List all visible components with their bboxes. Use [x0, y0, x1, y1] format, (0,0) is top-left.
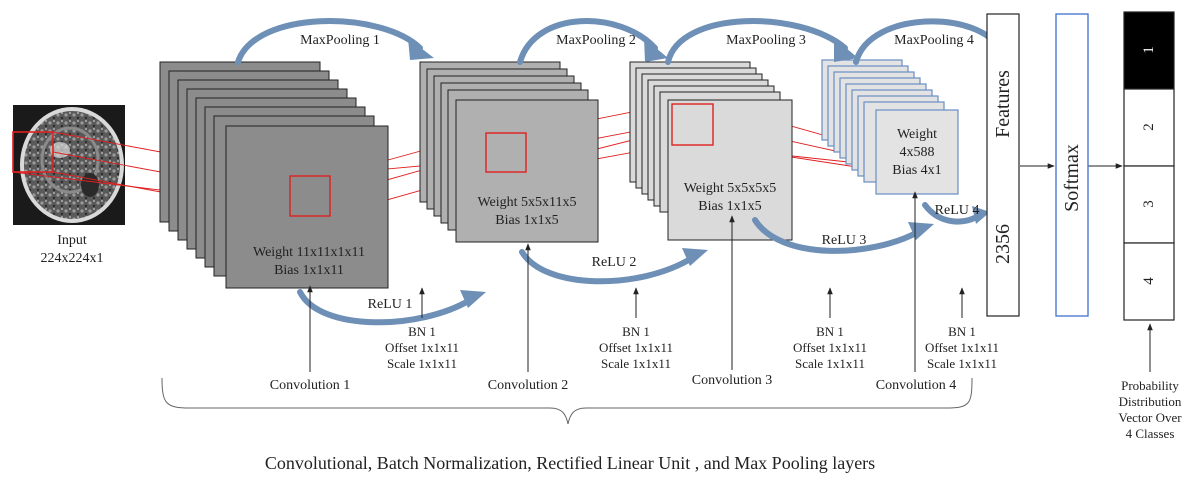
class-3-label: 3	[1141, 200, 1157, 208]
offset-2-label: Offset 1x1x11	[598, 340, 674, 355]
weight-4-size-label: 4x588	[899, 145, 935, 160]
bn-4-label: BN 1	[948, 324, 976, 339]
output-caption-line-1: Probability	[1121, 378, 1179, 393]
offset-3-label: Offset 1x1x11	[792, 340, 868, 355]
input-mri-image	[13, 105, 125, 225]
input-size-label: 224x224x1	[40, 251, 104, 266]
softmax-box	[1055, 13, 1089, 317]
convolution-3-label: Convolution 3	[691, 373, 773, 388]
output-caption-line-4: 4 Classes	[1125, 426, 1175, 441]
offset-1-label: Offset 1x1x11	[384, 340, 460, 355]
class-1-label: 1	[1141, 46, 1157, 54]
maxpooling-2-label: MaxPooling 2	[556, 33, 636, 48]
convolution-4-label: Convolution 4	[875, 378, 957, 393]
convolution-1-label: Convolution 1	[269, 378, 351, 393]
bias-2-label: Bias 1x1x5	[495, 213, 559, 228]
weight-4-label: Weight	[896, 127, 938, 142]
pointer-arrows	[307, 163, 1153, 372]
feature-map-stack-3	[629, 61, 793, 241]
output-class-boxes	[1123, 11, 1175, 321]
class-4-label: 4	[1141, 277, 1157, 285]
output-caption-line-2: Distribution	[1118, 394, 1182, 409]
relu-1-label: ReLU 1	[367, 297, 413, 312]
bn-3-label: BN 1	[816, 324, 844, 339]
bias-3-label: Bias 1x1x5	[698, 199, 762, 214]
features-box	[986, 13, 1020, 317]
features-label: Features	[992, 70, 1014, 138]
scale-3-label: Scale 1x1x11	[795, 356, 865, 371]
offset-4-label: Offset 1x1x11	[924, 340, 1000, 355]
scale-2-label: Scale 1x1x11	[601, 356, 671, 371]
relu-3-label: ReLU 3	[821, 233, 867, 248]
softmax-label: Softmax	[1061, 144, 1083, 212]
maxpooling-1-label: MaxPooling 1	[300, 33, 380, 48]
maxpooling-4-label: MaxPooling 4	[894, 33, 974, 48]
receptive-field-2	[485, 132, 527, 173]
receptive-field-3	[671, 103, 714, 146]
receptive-field-1	[289, 175, 331, 217]
convolution-2-label: Convolution 2	[487, 378, 569, 393]
relu-4-label: ReLU 4	[934, 203, 980, 218]
bias-1-label: Bias 1x1x11	[274, 263, 344, 278]
diagram-caption: Convolutional, Batch Normalization, Rect…	[264, 453, 876, 473]
feature-map-stack-4	[821, 59, 959, 195]
class-2-label: 2	[1141, 123, 1157, 131]
relu-2-label: ReLU 2	[591, 255, 637, 270]
bn-1-label: BN 1	[408, 324, 436, 339]
output-caption-line-3: Vector Over	[1118, 410, 1182, 425]
scale-4-label: Scale 1x1x11	[927, 356, 997, 371]
features-count-label: 2356	[992, 224, 1014, 264]
bn-2-label: BN 1	[622, 324, 650, 339]
scale-1-label: Scale 1x1x11	[387, 356, 457, 371]
feature-map-stack-2	[419, 61, 599, 243]
bias-4-label: Bias 4x1	[892, 163, 942, 178]
feature-map-stack-1	[159, 61, 389, 289]
maxpooling-arrows	[235, 18, 1003, 65]
weight-1-label: Weight 11x11x1x11	[252, 245, 366, 260]
maxpooling-3-label: MaxPooling 3	[726, 33, 806, 48]
grouping-brace	[161, 377, 973, 425]
weight-3-label: Weight 5x5x5x5	[683, 181, 777, 196]
relu-arrows	[297, 202, 983, 326]
input-label: Input	[57, 233, 87, 248]
weight-2-label: Weight 5x5x11x5	[477, 195, 577, 210]
